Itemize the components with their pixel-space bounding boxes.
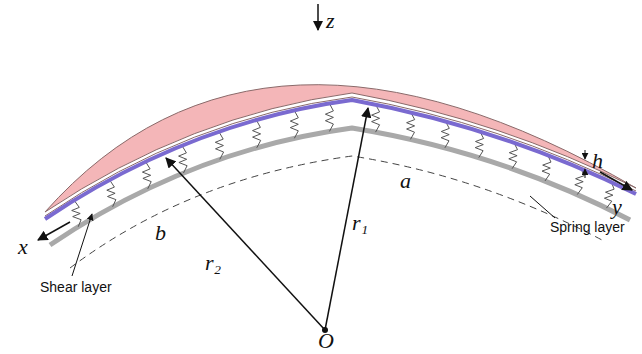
symbol-label: a <box>400 170 411 192</box>
symbol-label: O <box>318 330 334 352</box>
spring-symbol <box>441 121 449 147</box>
spring-symbol <box>542 155 551 181</box>
spring-symbol <box>107 180 116 207</box>
spring-symbol <box>179 146 188 173</box>
part-label: Shear layer <box>40 280 112 294</box>
radius-arrow <box>325 108 368 330</box>
spring-symbol <box>407 112 415 139</box>
y-axis <box>600 172 632 190</box>
spring-symbol <box>325 103 333 131</box>
symbol-label: z <box>326 10 335 32</box>
symbol-label: h <box>592 150 603 172</box>
part-label: Spring layer <box>550 220 625 234</box>
spring-layer <box>72 103 614 226</box>
symbol-label: r₂ <box>205 252 221 274</box>
symbol-label: x <box>18 236 28 258</box>
thickness-marker <box>585 150 586 159</box>
z-axis <box>317 4 319 30</box>
leader-line <box>72 214 92 276</box>
thickness-marker <box>585 169 586 178</box>
spring-symbol <box>575 169 584 195</box>
shear-layer <box>45 100 636 219</box>
spring-symbol <box>253 120 261 148</box>
spring-symbol <box>215 132 223 160</box>
spring-symbol <box>142 162 151 189</box>
spring-symbol <box>72 200 81 226</box>
spring-symbol <box>290 110 298 138</box>
symbol-label: y <box>612 196 622 218</box>
spring-symbol <box>509 143 518 169</box>
shell-surface <box>45 85 636 212</box>
symbol-label: r₁ <box>352 212 368 234</box>
x-axis <box>38 222 70 240</box>
spring-symbol <box>475 132 483 158</box>
symbol-label: b <box>155 222 166 244</box>
radius-arrow <box>166 158 325 330</box>
spring-symbol <box>372 105 380 133</box>
leader-line <box>530 196 555 218</box>
